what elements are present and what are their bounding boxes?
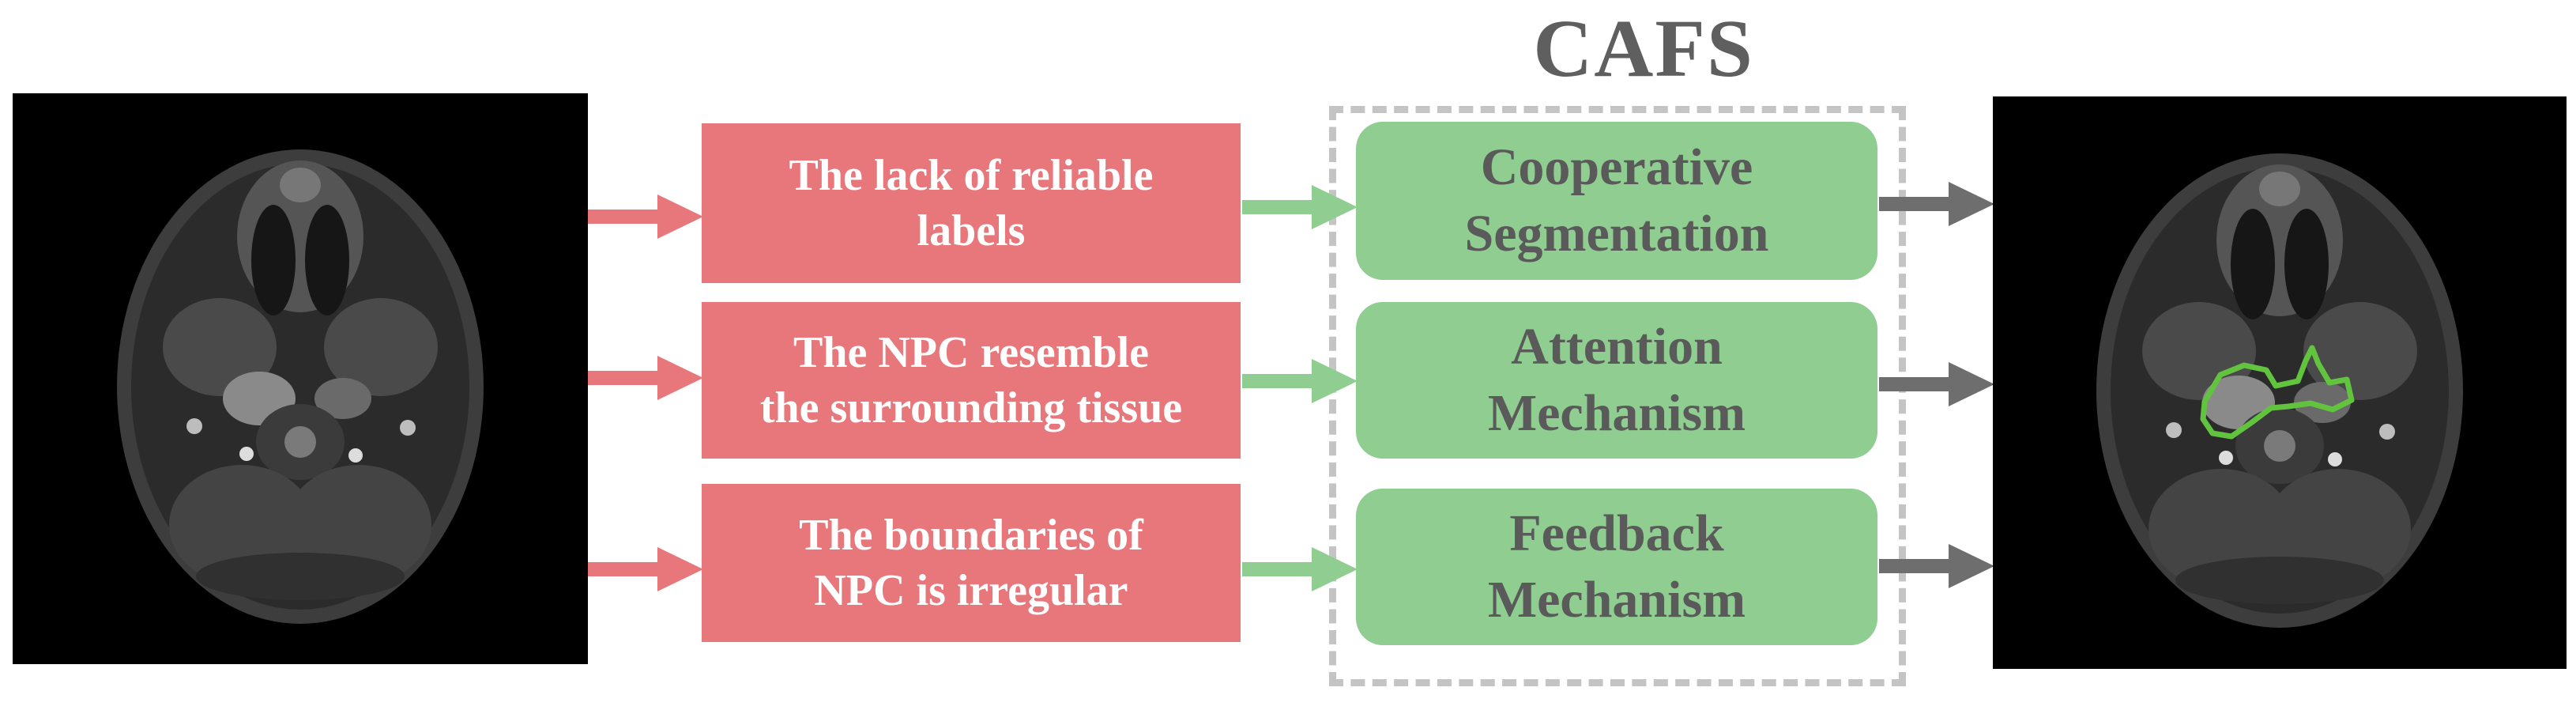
green-arrow-2 xyxy=(1242,359,1358,403)
challenge-label-2: The NPC resemble the surrounding tissue xyxy=(759,328,1183,432)
challenge-box-1: The lack of reliable labels xyxy=(702,123,1241,283)
framework-title: CAFS xyxy=(1533,3,1754,94)
red-arrow-2 xyxy=(588,356,703,400)
red-arrow-1 xyxy=(588,194,703,239)
module-box-cooperative-segmentation: Cooperative Segmentation xyxy=(1356,122,1877,280)
module-label-1: Cooperative Segmentation xyxy=(1464,138,1769,262)
red-arrow-3 xyxy=(588,547,703,591)
green-arrow-3 xyxy=(1242,547,1358,591)
module-box-attention-mechanism: Attention Mechanism xyxy=(1356,302,1877,459)
module-label-3: Feedback Mechanism xyxy=(1487,504,1746,629)
npc-segmentation-contour xyxy=(2200,345,2355,440)
input-mri-scan-drawing xyxy=(117,149,484,624)
green-arrow-1 xyxy=(1242,185,1358,229)
challenge-box-2: The NPC resemble the surrounding tissue xyxy=(702,302,1241,459)
challenge-label-3: The boundaries of NPC is irregular xyxy=(799,511,1143,615)
cafs-framework-border xyxy=(1329,106,1906,686)
module-box-feedback-mechanism: Feedback Mechanism xyxy=(1356,489,1877,645)
output-mri-scan-drawing xyxy=(2096,153,2463,628)
module-label-2: Attention Mechanism xyxy=(1487,317,1746,442)
challenge-box-3: The boundaries of NPC is irregular xyxy=(702,484,1241,642)
gray-arrow-1 xyxy=(1879,182,1994,226)
output-mri-image xyxy=(1993,96,2567,669)
input-mri-image xyxy=(13,93,588,664)
gray-arrow-3 xyxy=(1879,544,1994,588)
challenge-label-1: The lack of reliable labels xyxy=(789,151,1154,255)
gray-arrow-2 xyxy=(1879,362,1994,406)
